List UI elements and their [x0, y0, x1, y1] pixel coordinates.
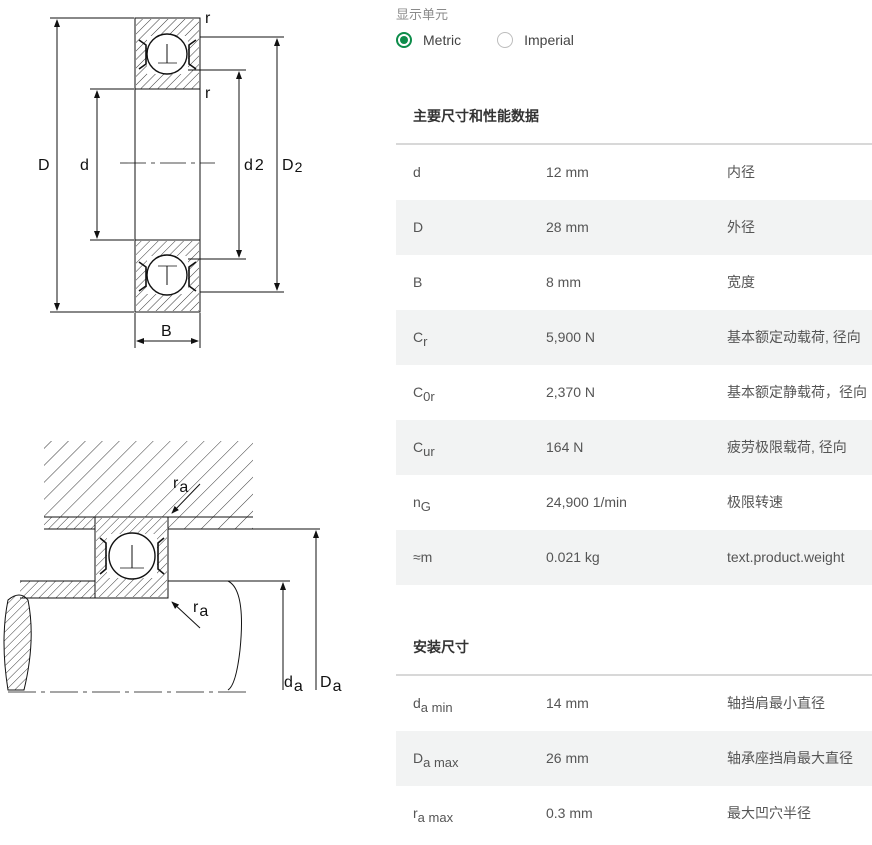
symbol-text: d [413, 164, 421, 180]
row-value: 0.3 mm [546, 805, 593, 821]
dimension-lines [50, 17, 284, 348]
symbol-text: d [413, 695, 421, 711]
label-r-mid: r [205, 85, 211, 102]
row-value: 2,370 N [546, 384, 596, 400]
metric-radio-label[interactable]: Metric [423, 32, 462, 48]
row-description: 最大凹穴半径 [727, 805, 811, 821]
row-value: 24,900 1/min [546, 494, 627, 510]
row-description: 宽度 [727, 274, 755, 290]
label-D2: D2 [282, 157, 303, 175]
table-row: ra max 0.3 mm 最大凹穴半径 [396, 786, 872, 841]
imperial-radio-label[interactable]: Imperial [524, 32, 574, 48]
symbol-subscript: 0r [423, 388, 435, 404]
table-row: Cr 5,900 N 基本额定动载荷, 径向 [396, 310, 872, 365]
mount-section-divider [396, 674, 872, 676]
metric-radio[interactable] [396, 32, 412, 48]
symbol-subscript: a max [423, 754, 459, 770]
symbol-subscript: ur [423, 443, 435, 459]
row-description: 疲劳极限载荷, 径向 [727, 439, 847, 455]
row-symbol: B [413, 255, 422, 314]
row-description: text.product.weight [727, 549, 845, 565]
row-symbol: da min [413, 676, 453, 735]
table-row: d 12 mm 内径 [396, 145, 872, 200]
row-value: 14 mm [546, 695, 589, 711]
symbol-subscript: a min [420, 699, 453, 715]
table-row: Cur 164 N 疲劳极限载荷, 径向 [396, 420, 872, 475]
bearing-cross-section [120, 17, 215, 313]
row-description: 轴承座挡肩最大直径 [727, 750, 853, 766]
table-row: nG 24,900 1/min 极限转速 [396, 475, 872, 530]
symbol-text: D [413, 219, 424, 235]
table-row: D 28 mm 外径 [396, 200, 872, 255]
row-description: 基本额定动载荷, 径向 [727, 329, 861, 345]
row-symbol: ≈m [413, 530, 432, 589]
row-description: 极限转速 [727, 494, 783, 510]
label-D: D [38, 157, 50, 174]
symbol-text: C [413, 439, 424, 455]
row-symbol: d [413, 145, 421, 204]
row-value: 28 mm [546, 219, 589, 235]
symbol-subscript: r [423, 333, 428, 349]
mount-section-title: 安装尺寸 [413, 639, 469, 655]
symbol-text: B [413, 274, 423, 290]
main-section-title: 主要尺寸和性能数据 [413, 108, 539, 124]
table-row: da min 14 mm 轴挡肩最小直径 [396, 676, 872, 731]
label-ra-lower: ra [193, 599, 208, 620]
row-value: 8 mm [546, 274, 581, 290]
row-symbol: C0r [413, 365, 435, 424]
table-row: B 8 mm 宽度 [396, 255, 872, 310]
units-label: 显示单元 [396, 7, 449, 22]
row-value: 26 mm [546, 750, 589, 766]
row-description: 基本额定静载荷，径向 [727, 384, 867, 400]
symbol-subscript: G [420, 498, 431, 514]
row-symbol: D [413, 200, 423, 259]
unit-selector: Metric Imperial [396, 32, 574, 48]
row-symbol: ra max [413, 786, 453, 845]
symbol-text: r [413, 805, 418, 821]
row-symbol: nG [413, 475, 431, 534]
symbol-text: n [413, 494, 421, 510]
symbol-text: D [413, 750, 424, 766]
row-symbol: Cur [413, 420, 435, 479]
row-value: 164 N [546, 439, 584, 455]
row-description: 内径 [727, 164, 755, 180]
label-Da: Da [320, 674, 342, 695]
imperial-radio[interactable] [497, 32, 514, 48]
table-row: ≈m 0.021 kg text.product.weight [396, 530, 872, 585]
product-data-panel: 显示单元 Metric Imperial 主要尺寸和性能数据 d 12 mm 内径 D… [396, 0, 872, 825]
row-value: 5,900 N [546, 329, 596, 345]
row-symbol: Cr [413, 310, 427, 369]
symbol-text: C [413, 384, 424, 400]
label-ra-upper: ra [173, 475, 188, 496]
label-da: da [284, 674, 303, 695]
label-r-top: r [205, 10, 211, 27]
row-value: 0.021 kg [546, 549, 600, 565]
label-B: B [161, 323, 172, 340]
table-row: C0r 2,370 N 基本额定静载荷，径向 [396, 365, 872, 420]
mounting-drawing [3, 441, 320, 693]
row-symbol: Da max [413, 731, 459, 790]
symbol-subscript: a max [417, 809, 454, 825]
main-section-divider [396, 143, 872, 145]
label-d: d [80, 157, 89, 174]
table-row: Da max 26 mm 轴承座挡肩最大直径 [396, 731, 872, 786]
row-value: 12 mm [546, 164, 589, 180]
symbol-text: C [413, 329, 424, 345]
symbol-text: ≈m [413, 549, 433, 565]
row-description: 外径 [727, 219, 755, 235]
row-description: 轴挡肩最小直径 [727, 695, 825, 711]
